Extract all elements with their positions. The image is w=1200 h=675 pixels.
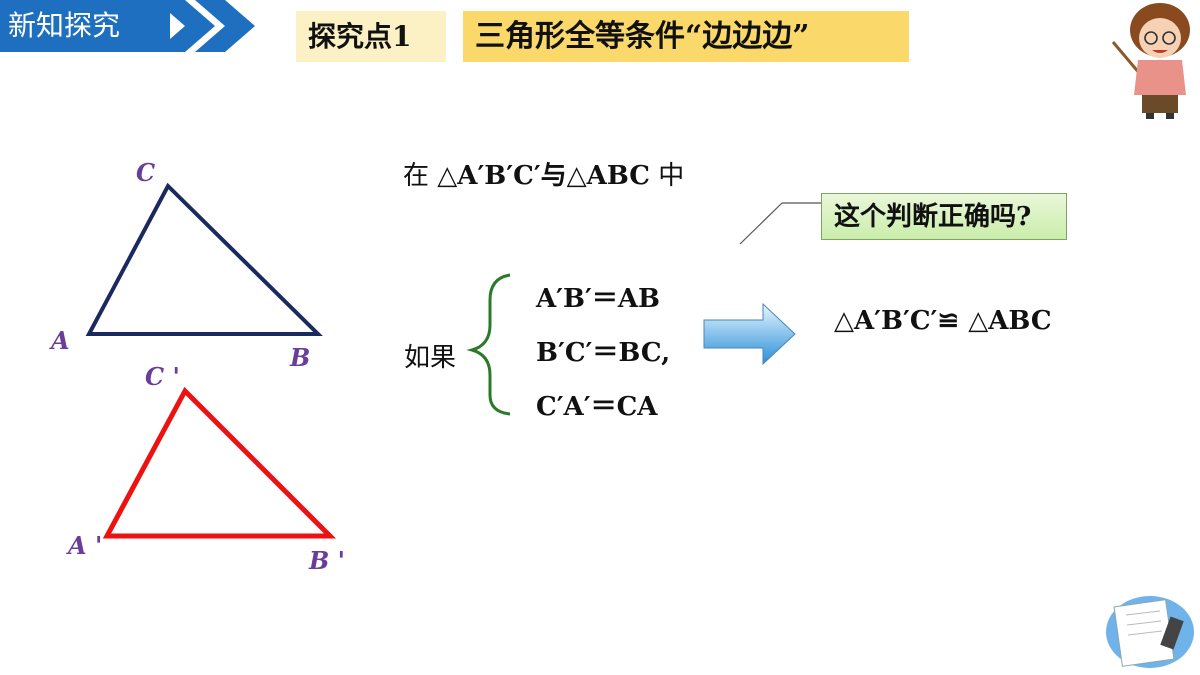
condition-1: A′B′＝AB xyxy=(536,284,661,314)
statement-line: 在 △A′B′C′与△ABC 中 xyxy=(403,155,684,192)
section-banner: 新知探究 xyxy=(0,0,170,52)
inquiry-point-tag: 探究点1 xyxy=(296,11,446,62)
label-a: A xyxy=(49,326,70,355)
triangle-abc xyxy=(85,182,323,336)
conclusion: △A′B′C′≌ △ABC xyxy=(834,306,1052,336)
teacher-icon xyxy=(1111,3,1190,119)
middle-word: 中 xyxy=(658,161,685,191)
callout-pointer xyxy=(739,202,783,245)
label-b: B xyxy=(289,343,310,372)
condition-2: B′C′＝BC, xyxy=(536,338,671,368)
topic-title: 三角形全等条件“边边边” xyxy=(463,11,909,62)
label-b-prime: B ' xyxy=(308,546,345,575)
label-a-prime: A ' xyxy=(66,531,102,560)
callout-question: 这个判断正确吗? xyxy=(821,193,1067,240)
label-c-prime: C ' xyxy=(145,362,180,391)
triangles-pair: △A′B′C′与△ABC xyxy=(437,161,651,191)
condition-3: C′A′＝CA xyxy=(536,392,658,422)
in-word: 在 xyxy=(403,161,430,191)
triangle-a-prime-b-prime-c-prime xyxy=(102,386,337,539)
curly-brace xyxy=(466,273,511,416)
implies-arrow xyxy=(703,302,796,366)
if-word: 如果 xyxy=(404,343,457,373)
label-c: C xyxy=(136,158,155,187)
notebook-icon xyxy=(1106,596,1194,668)
